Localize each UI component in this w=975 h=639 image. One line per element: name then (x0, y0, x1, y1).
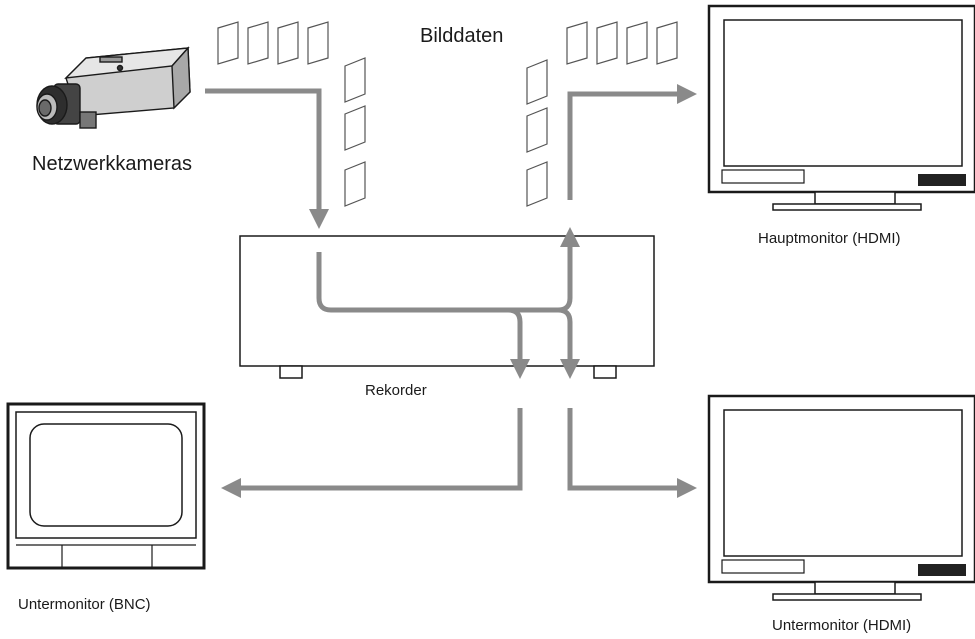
sub-monitor-bnc-icon (6, 402, 206, 570)
label-recorder: Rekorder (365, 382, 427, 399)
image-frames-output (526, 21, 678, 207)
recorder-internal-path (316, 252, 530, 380)
image-frames-camera (217, 21, 366, 207)
recorder-icon (239, 235, 655, 379)
arrow-recorder-up (557, 226, 580, 313)
network-camera-icon (36, 46, 191, 129)
sub-monitor-hdmi-icon (707, 394, 975, 601)
label-cameras: Netzwerkkameras (32, 153, 192, 175)
arrow-to-main-monitor (567, 84, 698, 200)
label-image-data: Bilddaten (420, 25, 503, 47)
arrow-to-sub-monitor-hdmi (567, 408, 698, 498)
main-monitor-icon (707, 4, 975, 211)
arrow-to-sub-monitor-bnc (220, 408, 523, 498)
arrow-camera-to-recorder (205, 88, 329, 230)
label-sub-monitor-bnc: Untermonitor (BNC) (18, 596, 151, 613)
label-sub-monitor-hdmi: Untermonitor (HDMI) (772, 617, 911, 634)
label-main-monitor: Hauptmonitor (HDMI) (758, 230, 901, 247)
flow-arrows (205, 84, 698, 498)
